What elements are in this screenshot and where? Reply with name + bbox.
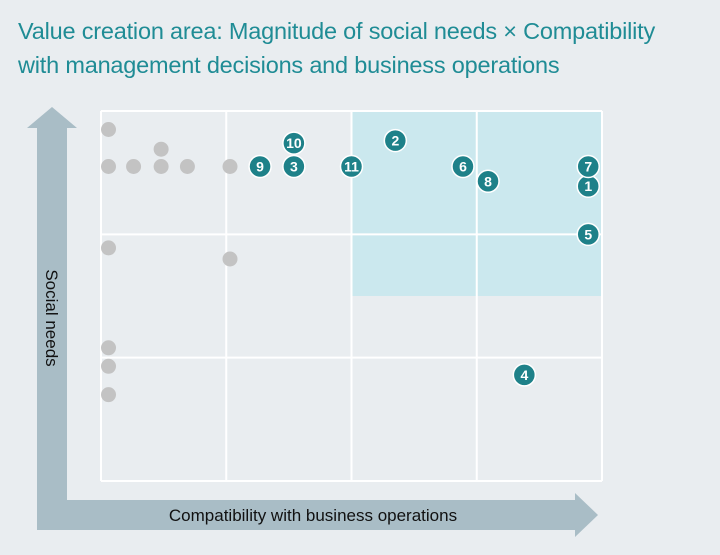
numbered-data-point xyxy=(282,131,306,155)
chart-title: Value creation area: Magnitude of social… xyxy=(18,14,718,82)
chart-title-line-2: with management decisions and business o… xyxy=(18,52,560,78)
data-point-label: 7 xyxy=(584,159,592,175)
data-point-label: 1 xyxy=(584,178,592,194)
gray-data-point xyxy=(222,159,238,174)
numbered-data-point xyxy=(339,154,364,179)
numbered-data-point xyxy=(576,222,600,247)
gray-data-point xyxy=(101,122,117,137)
numbered-data-point xyxy=(383,128,408,153)
numbered-data-point xyxy=(282,154,306,179)
data-point-label: 4 xyxy=(520,367,528,383)
y-axis-arrow xyxy=(27,107,77,530)
gray-data-point xyxy=(101,240,117,256)
gray-data-point xyxy=(101,340,117,356)
numbered-data-point xyxy=(476,169,500,194)
gray-data-point xyxy=(153,141,169,157)
data-point-label: 8 xyxy=(484,173,492,189)
numbered-data-point xyxy=(576,154,600,179)
gray-data-point xyxy=(126,159,142,174)
numbered-data-point xyxy=(451,154,475,179)
gray-data-point xyxy=(179,159,195,174)
x-axis-label: Compatibility with business operations xyxy=(169,506,457,525)
gray-data-point xyxy=(101,387,117,403)
data-point-label: 5 xyxy=(584,226,592,242)
data-point-label: 6 xyxy=(459,159,467,175)
data-point-label: 10 xyxy=(286,135,302,151)
chart-title-line-1: Value creation area: Magnitude of social… xyxy=(18,18,656,44)
gray-data-point xyxy=(101,159,117,174)
data-point-label: 11 xyxy=(344,159,359,175)
y-axis-label: Social needs xyxy=(42,269,61,366)
numbered-data-point xyxy=(512,363,537,387)
x-axis-arrow xyxy=(37,493,598,537)
data-point-label: 2 xyxy=(391,133,399,149)
data-point-label: 9 xyxy=(256,159,264,175)
gray-data-point xyxy=(101,358,117,374)
numbered-data-point xyxy=(248,154,272,179)
data-point-label: 3 xyxy=(290,159,298,175)
gray-data-point xyxy=(222,251,238,267)
gray-data-point xyxy=(153,159,169,174)
plot-layer: 1 2 3 4 5 6 7 8 9 10 11 xyxy=(100,110,603,482)
